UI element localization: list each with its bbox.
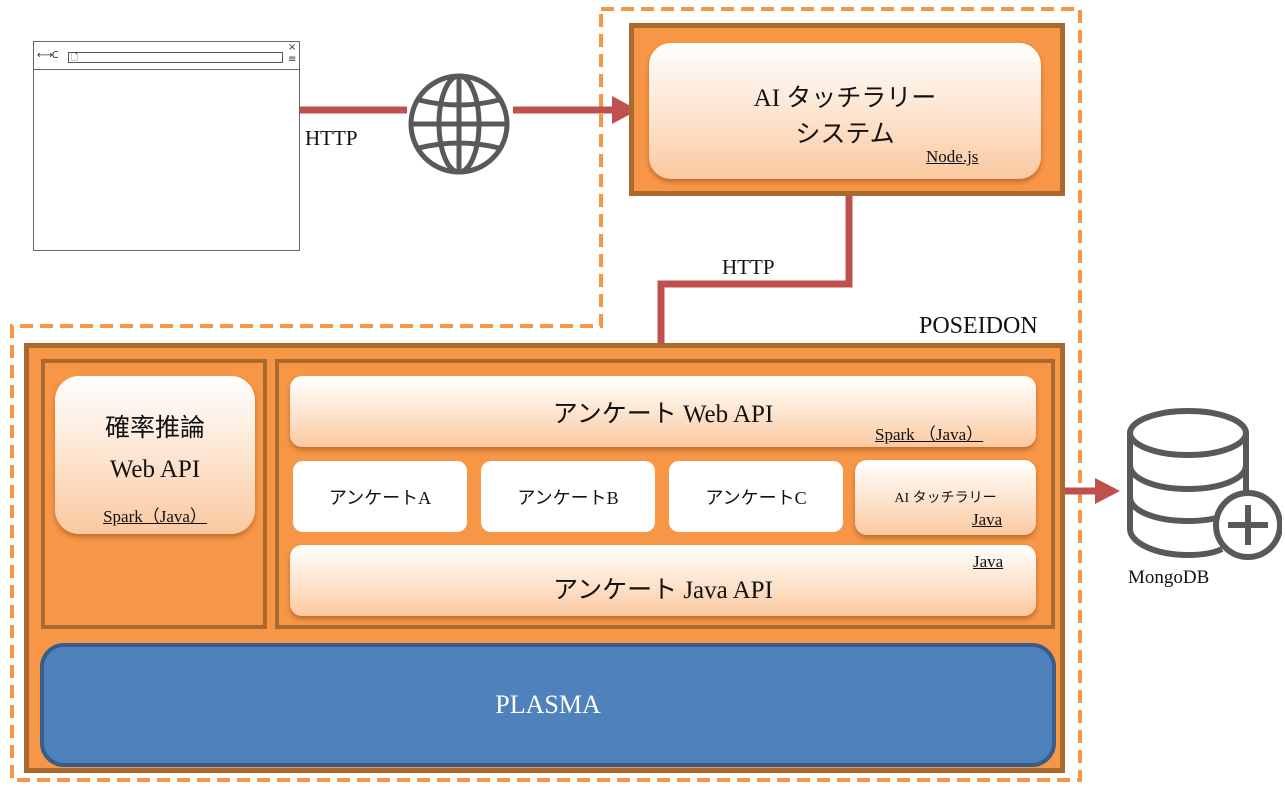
poseidon-container: 確率推論 Web API Spark（Java） アンケート Web API S… [24, 343, 1065, 773]
survey-web-api-label: アンケート Web API [552, 400, 774, 428]
inference-line1: 確率推論 [104, 415, 205, 442]
browser-nav-icons: ←→C [37, 50, 59, 61]
survey-a-box: アンケートA [293, 461, 467, 532]
database-icon [1127, 408, 1282, 560]
browser-toolbar: ←→C 🗋 × ≡ [34, 42, 299, 70]
survey-java-api-tech: Java [973, 552, 1004, 571]
ai-system-title-line2: システム [795, 121, 895, 148]
page-icon: 🗋 [71, 53, 79, 63]
ai-system-title-line1: AI タッチラリー [753, 85, 937, 112]
close-icon: × [288, 42, 297, 53]
survey-java-api-label: アンケート Java API [553, 577, 773, 604]
menu-icon: ≡ [288, 54, 297, 65]
ai-touch-label: AI タッチラリー [894, 491, 997, 506]
inference-tech: Spark（Java） [103, 507, 207, 526]
poseidon-label: POSEIDON [919, 313, 1038, 339]
survey-panel: アンケート Web API Spark （Java） アンケートA アンケートB… [275, 359, 1055, 629]
inference-panel: 確率推論 Web API Spark（Java） [41, 359, 267, 629]
arrowhead-mongodb [1095, 478, 1120, 504]
ai-system-title: AI タッチラリー システム [649, 81, 1041, 153]
inference-line2: Web API [109, 456, 201, 483]
inference-box: 確率推論 Web API Spark（Java） [55, 376, 255, 534]
ai-system-tech: Node.js [926, 147, 979, 166]
browser-window: ←→C 🗋 × ≡ [33, 41, 300, 251]
survey-web-api-tech: Spark （Java） [875, 425, 984, 444]
plasma-box: PLASMA [40, 643, 1056, 767]
survey-b-box: アンケートB [481, 461, 655, 532]
ai-system-box: AI タッチラリー システム Node.js [649, 43, 1041, 179]
ai-touch-tech: Java [972, 510, 1003, 529]
arrowhead-ai [612, 96, 638, 124]
http-label-server: HTTP [722, 255, 775, 279]
mongodb-label: MongoDB [1128, 567, 1210, 588]
browser-address-bar: 🗋 [68, 52, 283, 63]
http-label-client: HTTP [305, 126, 358, 150]
plus-circle-icon [1213, 490, 1282, 560]
ai-system-container: AI タッチラリー システム Node.js [629, 23, 1065, 196]
survey-java-api-box: アンケート Java API Java [290, 545, 1036, 616]
ai-touch-box: AI タッチラリー Java [855, 460, 1036, 535]
survey-web-api-box: アンケート Web API Spark （Java） [290, 376, 1036, 447]
ai-to-poseidon-line [657, 196, 853, 352]
globe-icon [408, 73, 510, 175]
survey-c-box: アンケートC [669, 461, 843, 532]
